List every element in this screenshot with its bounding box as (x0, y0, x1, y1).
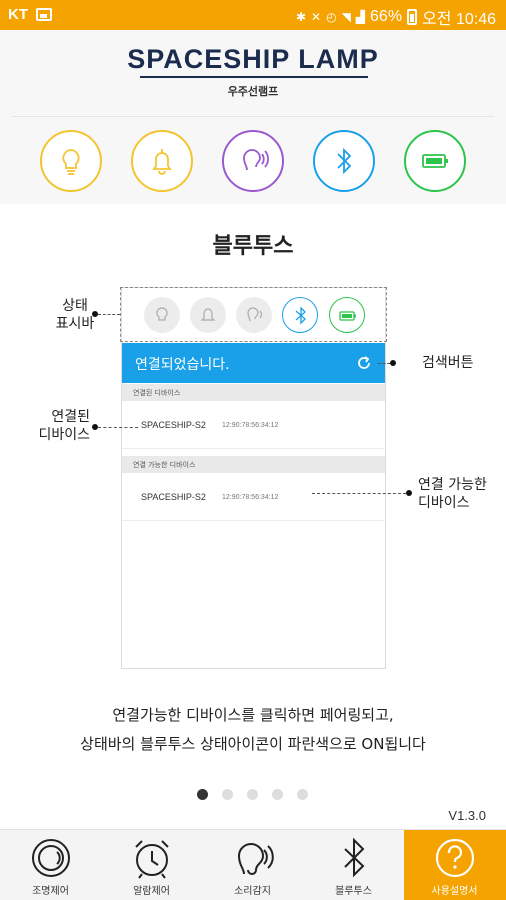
bluetooth-status-icon: ✱ (295, 10, 307, 24)
mute-icon: ✕ (311, 10, 322, 24)
connected-device-row[interactable]: SPACESHIP-S2 12:90:78:56:34:12 (122, 401, 385, 449)
battery-percent: 66% (370, 8, 403, 25)
callout-text: 표시바 (55, 316, 95, 332)
callout-text: 디바이스 (418, 495, 470, 511)
nav-light-control[interactable]: 조명제어 (0, 830, 101, 900)
description-line-1: 연결가능한 디바이스를 클릭하면 페어링되고, (112, 706, 394, 724)
device-mac: 12:90:78:56:34:12 (222, 494, 279, 501)
page-dot-4[interactable] (272, 789, 283, 800)
bluetooth-icon (344, 837, 365, 878)
bulb-icon[interactable] (40, 130, 102, 192)
page-title: 블루투스 (212, 234, 294, 259)
connected-devices-header: 연결된 디바이스 (122, 384, 385, 401)
callout-text: 상태 (62, 298, 88, 314)
nav-bluetooth[interactable]: 블루투스 (303, 830, 404, 900)
page-dot-3[interactable] (247, 789, 258, 800)
wifi-icon: ◥ (341, 10, 351, 24)
logo-underline (140, 76, 368, 78)
nav-label: 블루투스 (335, 886, 372, 897)
page-dot-1[interactable] (197, 789, 208, 800)
battery-icon[interactable] (404, 130, 466, 192)
callout-line (378, 363, 390, 364)
mock-battery-icon (329, 297, 365, 333)
mock-ear-icon (236, 297, 272, 333)
battery-status-icon (407, 9, 418, 25)
image-notification-icon (36, 8, 52, 21)
callout-status-bar: 상태 표시바 (55, 297, 95, 333)
callout-text: 연결된 (51, 409, 90, 425)
status-bar: KT ✱ ✕ ◴ ◥ ▟ 66% 오전 10:46 (0, 0, 506, 30)
help-icon (435, 838, 475, 878)
clock: 오전 10:46 (422, 11, 496, 28)
device-mac: 12:90:78:56:34:12 (222, 422, 279, 429)
available-device-row[interactable]: SPACESHIP-S2 12:90:78:56:34:12 (122, 473, 385, 521)
ear-icon[interactable] (222, 130, 284, 192)
callout-line (312, 493, 406, 494)
light-control-icon (32, 839, 70, 877)
callout-available: 연결 가능한 디바이스 (418, 476, 487, 512)
nav-label: 소리감지 (234, 886, 271, 897)
signal-icon: ▟ (355, 10, 366, 24)
header-divider (12, 116, 494, 117)
page-dot-2[interactable] (222, 789, 233, 800)
callout-dot (406, 490, 412, 496)
callout-line (98, 427, 138, 428)
callout-connected: 연결된 디바이스 (30, 408, 90, 444)
nav-label: 사용설명서 (431, 886, 478, 897)
nav-sound-detect[interactable]: 소리감지 (202, 830, 303, 900)
app-header: SPACESHIP LAMP 우주선램프 (0, 30, 506, 204)
page-dot-5[interactable] (297, 789, 308, 800)
nav-alarm-control[interactable]: 알람제어 (101, 830, 202, 900)
device-name: SPACESHIP-S2 (141, 492, 206, 502)
available-devices-header: 연결 가능한 디바이스 (122, 456, 385, 473)
callout-dot (390, 360, 396, 366)
status-bar-highlight (120, 287, 387, 342)
mock-bulb-icon (144, 297, 180, 333)
nav-label: 알람제어 (133, 886, 170, 897)
carrier-label: KT (8, 6, 28, 23)
page-indicator (0, 789, 506, 801)
callout-text: 디바이스 (38, 427, 90, 443)
alarm-clock-icon (135, 840, 169, 879)
mock-connection-bar: 연결되었습니다. (122, 343, 385, 383)
connection-status-text: 연결되었습니다. (135, 357, 230, 373)
callout-dot (92, 311, 98, 317)
device-name: SPACESHIP-S2 (141, 420, 206, 430)
version-label: V1.3.0 (448, 808, 486, 823)
mock-bell-icon (190, 297, 226, 333)
nav-label: 조명제어 (32, 886, 69, 897)
bell-icon[interactable] (131, 130, 193, 192)
ear-icon (237, 843, 274, 875)
alarm-status-icon: ◴ (326, 10, 337, 24)
app-logo: SPACESHIP LAMP (127, 44, 379, 74)
mock-status-icons (122, 288, 385, 342)
bluetooth-icon[interactable] (313, 130, 375, 192)
description-line-2: 상태바의 블루투스 상태아이콘이 파란색으로 ON됩니다 (80, 735, 426, 753)
callout-search: 검색버튼 (422, 355, 474, 371)
callout-dot (92, 424, 98, 430)
screen-mockup: 연결되었습니다. 연결된 디바이스 SPACESHIP-S2 12:90:78:… (121, 287, 386, 669)
callout-text: 연결 가능한 (418, 477, 487, 493)
callout-line (98, 314, 120, 315)
bottom-nav: 조명제어 알람제어 소리감지 블루투스 사용설명서 (0, 829, 506, 900)
nav-manual[interactable]: 사용설명서 (404, 830, 506, 900)
mock-bluetooth-icon (282, 297, 318, 333)
refresh-icon[interactable] (355, 354, 373, 372)
app-subtitle: 우주선램프 (227, 85, 279, 98)
